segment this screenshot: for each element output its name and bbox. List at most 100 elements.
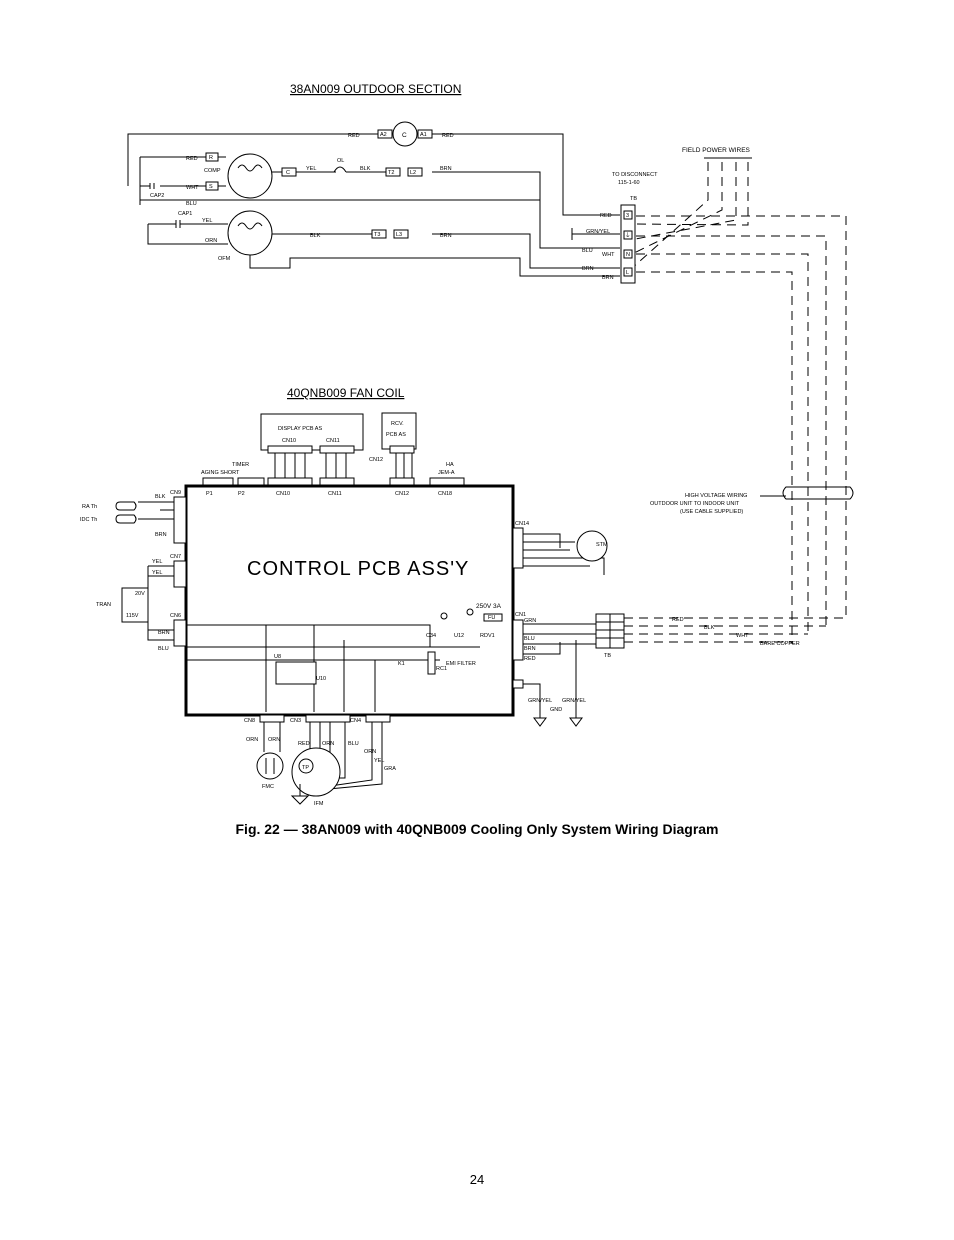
cn1-wire-blu: BLU [524,636,535,642]
contactor-coil-label: C [402,132,407,139]
k1-label: K1 [398,661,405,667]
ifm-label: IFM [314,801,324,807]
receiver-pcb [381,412,417,450]
relay-u8-u10 [275,661,317,685]
board-conn-p2: P2 [238,491,245,497]
stepper-wires [523,533,605,575]
ground-wire-label-2: GRN/YEL [562,698,586,704]
stepper-motor [576,530,608,562]
board-conn-cn18: CN18 [438,491,452,497]
ribbon-cables [274,453,413,478]
contactor-coil [392,121,418,147]
transformer-115v-label: 115V [126,613,139,619]
fan-coil-title: 40QNB009 FAN COIL [287,386,405,400]
field-power-wires-label: FIELD POWER WIRES [682,147,751,154]
ofm-wire-yel: YEL [202,218,212,224]
ol-label: OL [337,158,344,164]
ofm-label: OFM [218,256,231,262]
ofm-winding [237,222,263,230]
cap1-symbol [175,220,181,228]
outdoor-tb-terminal-ground [623,230,633,240]
cap2-label: CAP2 [150,193,164,199]
cable-sleeve [782,486,854,500]
compressor-common-wire [272,171,541,200]
ofm-capacitor-wires [147,223,228,245]
c34-label: C34 [426,633,436,639]
ofm-blk-wire [272,233,620,269]
interconnect-wire-white [636,253,809,636]
terminal-t3-label: T3 [374,232,380,238]
bottom-wire-orn-2: ORN [268,737,280,743]
cable-color-wht: WHT [736,633,749,639]
indoor-tb-grid [596,614,624,648]
cn11-connector [319,477,355,486]
compressor-terminal-c-label: C [286,170,290,176]
interconnect-wire-red [636,215,847,620]
cn6-label: CN6 [170,613,181,619]
thermistor-wires [138,501,174,520]
terminal-a2 [377,129,393,139]
outdoor-tb-terminal-n [623,249,633,259]
p1-connector [202,477,234,486]
outdoor-tb-label: TB [630,196,637,202]
cn10-connector [267,477,313,486]
ofm-wire-orn: ORN [205,238,217,244]
cn3-label: CN3 [290,718,301,724]
interconnect-cable: HIGH VOLTAGE WIRING OUTDOOR UNIT TO INDO… [636,215,854,644]
outdoor-tb-terminal-n-label: N [626,252,630,258]
board-conn-cn11: CN11 [328,491,342,497]
outdoor-tb-terminal-ground-label: ⏚ [625,232,631,239]
emi-filter-label: EMI FILTER [446,661,476,667]
tb-wire-brn-1: BRN [582,266,594,272]
ofm-return-wire [249,255,620,277]
bottom-wire-orn-4: ORN [364,749,376,755]
cn3-connector [305,714,351,723]
terminal-a1-label: A1 [420,132,427,138]
tb-wire-blu: BLU [582,248,593,254]
cn8-label: CN8 [244,718,255,724]
tb-wire-brn-2: BRN [602,275,614,281]
test-point-2 [466,608,474,616]
tb-wire-red: RED [600,213,612,219]
ra-th-label: RA Th [82,504,97,510]
test-point-1 [440,612,448,620]
wire-label-brn-2: BRN [440,233,452,239]
cn1-wire-brn: BRN [524,646,536,652]
board-conn-p1: P1 [206,491,213,497]
cn14-connector [512,527,524,569]
board-conn-cn12: CN12 [395,491,409,497]
display-pcb-label: DISPLAY PCB AS [278,426,322,432]
disconnect-label-2: 115-1-60 [618,180,640,186]
transformer-wires [147,565,174,641]
tb-wire-grnyel: GRN/YEL [586,229,610,235]
cn4-connector [365,714,391,723]
wire-label-blk-1: BLK [360,166,371,172]
outdoor-tb-terminal-3-label: 3 [626,213,629,219]
cn1-wire-red: RED [524,656,536,662]
cn18-connector [429,477,465,486]
terminal-l3-label: L3 [396,232,402,238]
p2-connector [237,477,265,486]
terminal-l2-label: L2 [410,170,416,176]
transformer-wire-brn: BRN [158,630,170,636]
tb-ground-wire [571,228,620,240]
outdoor-tb-terminal-l [623,267,633,277]
hv-note-2: OUTDOOR UNIT TO INDOOR UNIT [650,501,740,507]
cn14-label: CN14 [515,521,529,527]
wire-label-brn-1: BRN [440,166,452,172]
outdoor-terminal-block [620,204,636,284]
outdoor-tb-terminal-l-label: L [626,270,629,276]
cn1-wire-grn: GRN [524,618,536,624]
thermistors [115,501,137,524]
cn9-label: CN9 [170,490,181,496]
disconnect-label-1: TO DISCONNECT [612,172,658,178]
cable-color-blk: BLK [704,625,715,631]
thermistor-wire-brn: BRN [155,532,167,538]
bottom-wire-gra: GRA [384,766,396,772]
cn8-connector [259,714,285,723]
transformer-wire-yel-1: YEL [152,559,162,565]
bottom-wire-orn-1: ORN [246,737,258,743]
idc-th-label: IDC Th [80,517,97,523]
rdv1-label: RDV1 [480,633,495,639]
ground-connector [512,679,524,689]
